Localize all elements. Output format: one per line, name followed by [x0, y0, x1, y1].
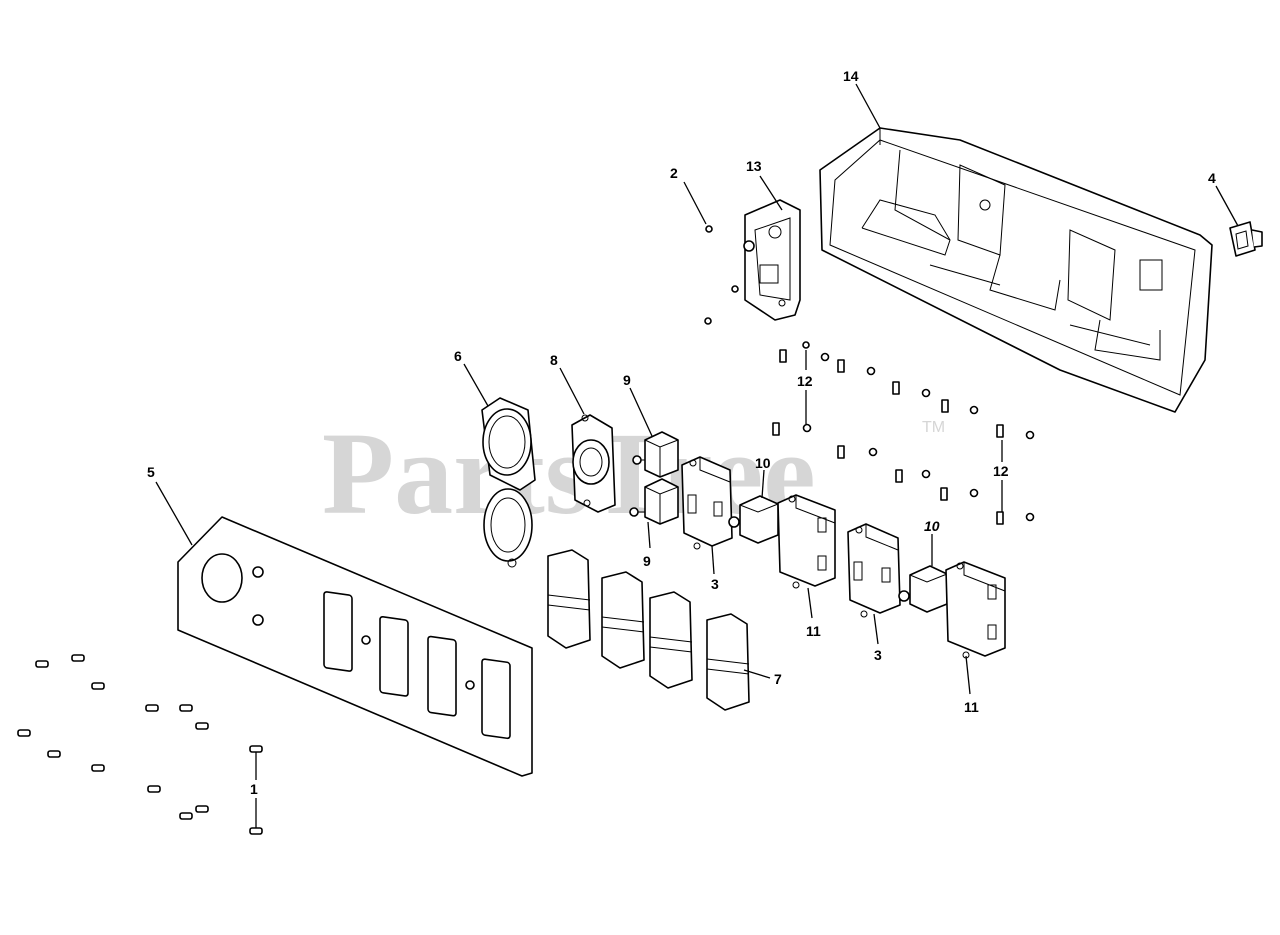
part-4-plug	[1229, 221, 1263, 257]
watermark-tm: TM	[922, 419, 945, 436]
part-5-front-panel	[177, 516, 533, 777]
part-1-screws	[17, 654, 263, 835]
callout-2: 2	[670, 165, 678, 181]
part-3-gfci-left	[681, 456, 733, 550]
part-11-receptacle-left	[777, 494, 836, 589]
leader-lines	[155, 83, 1239, 828]
part-13-bracket	[743, 199, 801, 321]
part-10-breaker-right	[898, 565, 948, 613]
callout-3-left: 3	[711, 576, 719, 592]
part-6-outlet-cover	[481, 397, 536, 568]
callout-10-left: 10	[755, 455, 771, 471]
part-8-receptacle	[571, 414, 616, 513]
callout-labels: 14 13 2 4 6 8 9 9 12 12 10 10 5 3 3 11 1…	[147, 68, 1216, 797]
callout-7: 7	[774, 671, 782, 687]
callout-8: 8	[550, 352, 558, 368]
part-11-receptacle-right	[945, 561, 1006, 659]
callout-13: 13	[746, 158, 762, 174]
callout-12-right: 12	[993, 463, 1009, 479]
callout-11-right: 11	[964, 699, 979, 715]
callout-6: 6	[454, 348, 462, 364]
callout-9-lower: 9	[643, 553, 651, 569]
callout-10-right: 10	[924, 518, 940, 534]
part-10-breaker-left	[728, 495, 779, 544]
part-9-breaker-lower	[629, 478, 679, 525]
part-14-housing	[819, 127, 1213, 413]
callout-12-left: 12	[797, 373, 813, 389]
part-3-gfci-right	[847, 523, 901, 618]
callout-11-left: 11	[806, 623, 821, 639]
part-12-nuts-clips	[772, 349, 1035, 525]
part-7-covers	[547, 549, 750, 711]
screws-part-2	[704, 225, 810, 349]
callout-3-right: 3	[874, 647, 882, 663]
callout-4: 4	[1208, 170, 1216, 186]
callout-1: 1	[250, 781, 258, 797]
part-9-breaker-upper	[632, 431, 679, 478]
callout-9-upper: 9	[623, 372, 631, 388]
callout-5: 5	[147, 464, 155, 480]
callout-14: 14	[843, 68, 859, 84]
